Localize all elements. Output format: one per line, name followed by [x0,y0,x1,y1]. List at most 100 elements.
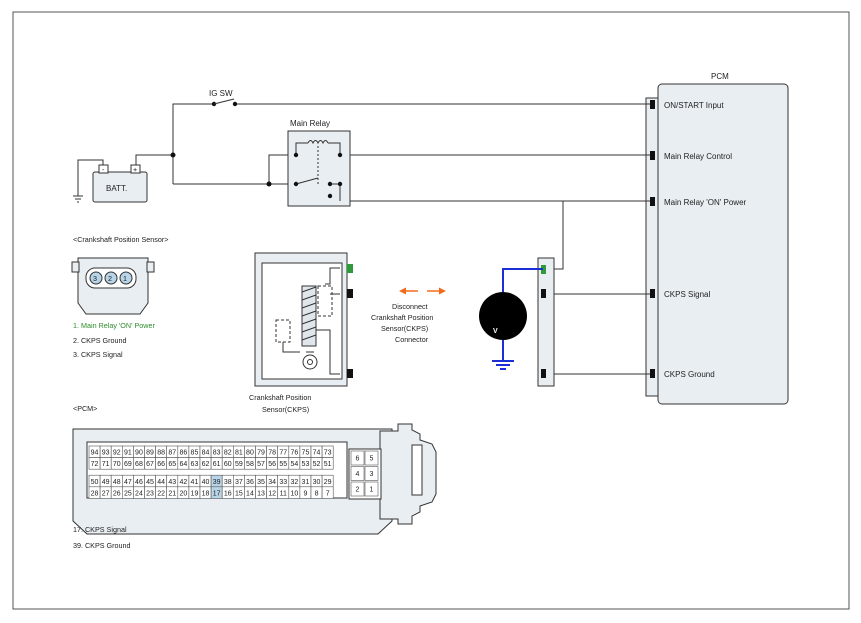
sensor-caption-line-1: Crankshaft Position [249,393,311,402]
pcm-side-pin-cell [350,450,365,466]
pcm-pin-cell [321,486,334,499]
pcm-pin-number: 44 [157,479,165,486]
ig-switch-label: IG SW [209,89,233,98]
pcm-pin-number: 36 [246,479,254,486]
pcm-pin-number: 58 [246,461,254,468]
harness-connector [537,257,555,387]
pcm-pin-number: 70 [113,461,121,468]
pcm-pin-number: 56 [268,461,276,468]
pcm-pin-number: 33 [279,479,287,486]
pcm-side-pin-number: 3 [370,471,374,478]
junction-dots [170,152,272,187]
pcm-pin-number: 43 [168,479,176,486]
pcm-pin-number: 46 [135,479,143,486]
pcm-pin-number: 72 [91,461,99,468]
pcm-pin-number: 85 [191,450,199,457]
pcm-pin-number: 34 [268,479,276,486]
pcm-pin-number: 32 [290,479,298,486]
pcm-pin-number: 18 [202,490,210,497]
pcm-pin-number: 54 [290,461,298,468]
disconnect-arrows-icon [399,287,446,295]
pcm-pin-number: 62 [202,461,210,468]
pcm-pin-number: 61 [213,461,221,468]
pcm-side-pin-cell [350,481,365,497]
pcm-side-pin-number: 4 [356,471,360,478]
pcm-pin-number: 71 [102,461,110,468]
pcm-pin-number: 92 [113,450,121,457]
pcm-pin-number: 31 [302,479,310,486]
pcm-pin-number: 63 [191,461,199,468]
pcm-pin-number: 15 [235,490,243,497]
pcm-side-pin-number: 1 [370,487,374,494]
pcm-pin-number: 35 [257,479,265,486]
pcm-pin-number: 75 [302,450,310,457]
pcm-pin-number: 76 [290,450,298,457]
ckps-connector-face: 3 2 1 [71,257,155,315]
pcm-pin-number: 30 [313,479,321,486]
pcm-pin-number: 10 [290,490,298,497]
pcm-pin-number: 17 [213,490,221,497]
pcm-terminal-ckps-ground: CKPS Ground [664,370,715,379]
ckps-section-title: <Crankshaft Position Sensor> [73,235,169,244]
pcm-pin-number: 22 [157,490,165,497]
pcm-pin-number: 20 [179,490,187,497]
pcm-pin-number: 66 [157,461,165,468]
pcm-pin-number: 24 [135,490,143,497]
pcm-title: PCM [711,72,729,81]
pcm-pin-number: 11 [280,490,287,497]
pcm-terminal-relay-control: Main Relay Control [664,152,732,161]
ckps-pin-1: 1 [123,274,127,283]
sensor-caption-line-2: Sensor(CKPS) [262,405,309,414]
ig-switch-icon: IG SW [209,89,238,107]
pcm-pin-number: 45 [146,479,154,486]
pcm-pin-number: 41 [191,479,199,486]
pcm-pin-number: 37 [235,479,243,486]
pcm-side-pin-cell [364,481,379,497]
pcm-side-pin-number: 6 [356,456,360,463]
pcm-pin-number: 53 [302,461,310,468]
pcm-pin-number: 28 [91,490,99,497]
pcm-pin-number: 93 [102,450,110,457]
pcm-legend-2: 39. CKPS Ground [73,541,131,550]
pcm-pin-number: 51 [324,461,332,468]
pcm-terminal-on-start: ON/START Input [664,101,724,110]
ckps-legend-1: 1. Main Relay 'ON' Power [73,321,155,330]
pcm-pin-number: 9 [303,490,307,497]
main-relay-label: Main Relay [290,119,330,128]
disconnect-note-3: Sensor(CKPS) [381,324,428,333]
pcm-terminal-ckps-signal: CKPS Signal [664,290,710,299]
pcm-pin-number: 67 [146,461,154,468]
voltmeter-icon: V [479,268,543,370]
pcm-legend-1: 17. CKPS Signal [73,525,127,534]
pcm-pin-number: 29 [324,479,332,486]
pcm-side-pin-cell [364,450,379,466]
battery-ground-icon [73,195,83,203]
pcm-pin-number: 16 [224,490,232,497]
pcm-pin-number: 94 [91,450,99,457]
ckps-sensor [254,252,353,387]
pcm-pin-number: 74 [313,450,321,457]
pcm-pin-number: 78 [268,450,276,457]
pcm-pin-number: 64 [179,461,187,468]
pcm-pin-number: 88 [157,450,165,457]
pcm-pin-number: 40 [202,479,210,486]
pcm-terminal-pins [650,100,655,378]
pcm-pin-number: 50 [91,479,99,486]
pcm-terminal-relay-on-power: Main Relay 'ON' Power [664,198,747,207]
pcm-pin-number: 27 [102,490,110,497]
pcm-pin-number: 48 [113,479,121,486]
pcm-pin-number: 73 [324,450,332,457]
pcm-section-title: <PCM> [73,404,97,413]
pcm-pin-number: 14 [246,490,254,497]
pcm-pin-number: 8 [315,490,319,497]
pcm-pin-number: 21 [168,490,176,497]
pcm-pin-number: 25 [124,490,132,497]
pcm-pin-number: 47 [124,479,132,486]
pcm-pin-number: 55 [279,461,287,468]
pcm-pin-number: 79 [257,450,265,457]
pcm-pin-number: 57 [257,461,265,468]
pcm-pin-number: 69 [124,461,132,468]
disconnect-note-2: Crankshaft Position [371,313,433,322]
